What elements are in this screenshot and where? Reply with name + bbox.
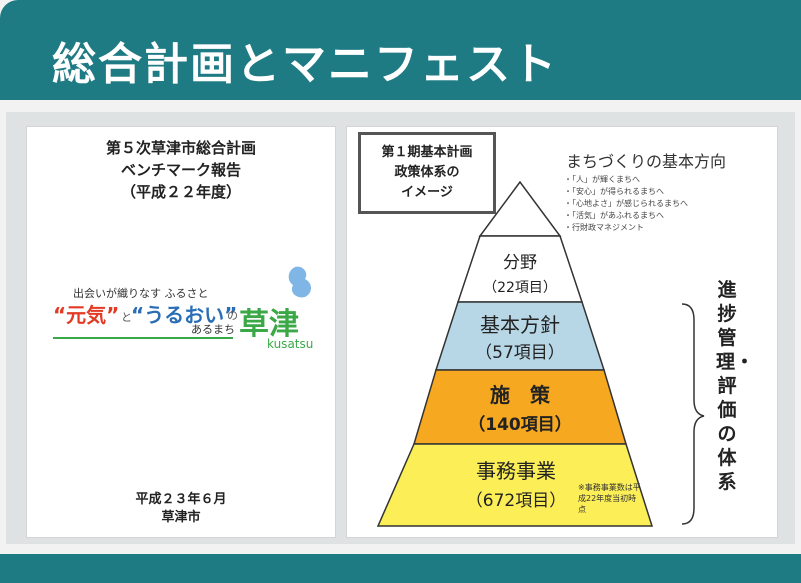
direction-title: まちづくりの基本方向 [566,152,727,171]
city-logo: 出会いが織りなす ふるさと “元気” と “うるおい” の あるまち 草津 ku… [39,265,329,365]
level-name-kihon: 基本方針 [480,313,560,337]
plan-label-line: イメージ [401,185,453,200]
logo-uruoi: “うるおい” [131,303,238,327]
report-date-line: 平成２３年６月 [135,492,227,507]
report-title-line: （平成２２年度） [120,183,241,201]
direction-item: ・「活気」があふれるまちへ [564,211,664,220]
logo-to: と [121,311,132,324]
side-brace [681,303,705,525]
footnote: ※事務事業数は平成22年度当初時点 [578,483,641,514]
level-count-kihon: （57項目） [475,343,565,363]
level-name-jimu: 事務事業 [476,459,556,483]
report-title-line: ベンチマーク報告 [120,161,241,179]
level-name-bunya: 分野 [503,253,537,273]
bottom-bar [0,554,801,583]
direction-item: ・「人」が輝くまちへ [564,175,640,184]
direction-item: ・「心地よさ」が感じられるまちへ [564,199,688,208]
logo-no: の [227,309,238,322]
slide-title: 総合計画とマニフェスト [52,39,558,90]
direction-item: ・「安心」が得られるまちへ [564,187,664,196]
plan-label-line: 政策体系の [394,165,460,180]
pyramid-level-jimu [376,443,654,527]
report-date: 平成２３年６月 草津市 [27,491,335,527]
level-count-shisaku: （140項目） [468,414,572,435]
level-count-bunya: （22項目） [483,280,557,296]
logo-aru-machi: あるまち [191,323,235,336]
level-count-jimu: （672項目） [466,491,566,511]
logo-kusatsu-kanji: 草津 [239,307,299,342]
direction-item: ・行財政マネジメント [564,223,644,232]
plan-label-line: 第１期基本計画 [381,145,473,160]
side-label-vertical: 進捗管理・評価の体系 [716,279,755,493]
logo-tagline: 出会いが織りなす ふるさと [73,287,209,300]
report-title: 第５次草津市総合計画 ベンチマーク報告 （平成２２年度） [27,137,335,203]
report-issuer: 草津市 [161,510,201,525]
plan-label-box: 第１期基本計画 政策体系の イメージ [358,132,496,214]
logo-underline [53,337,233,339]
direction-list: ・「人」が輝くまちへ ・「安心」が得られるまちへ ・「心地よさ」が感じられるまち… [564,174,688,234]
report-title-line: 第５次草津市総合計画 [105,139,256,157]
logo-genki: “元気” [53,303,120,327]
report-cover-panel: 第５次草津市総合計画 ベンチマーク報告 （平成２２年度） 出会いが織りなす ふる… [26,126,336,538]
lake-biwa-icon [288,266,311,298]
title-bar: 総合計画とマニフェスト [0,0,801,100]
level-name-shisaku: 施 策 [490,383,551,407]
logo-kusatsu-romaji: kusatsu [267,337,314,351]
